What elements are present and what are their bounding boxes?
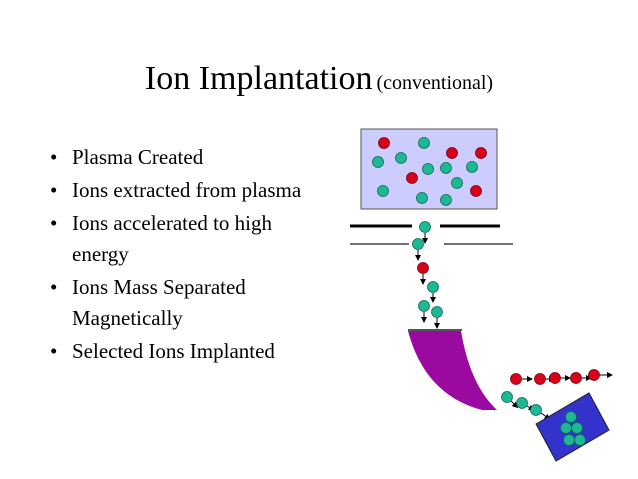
bullet-text: Ions extracted from plasma — [72, 178, 302, 202]
bullet-item: • Selected Ions Implanted — [50, 336, 320, 367]
selected-ions — [501, 391, 551, 420]
green-ion — [372, 156, 384, 168]
bullet-text: Ions Mass Separated Magnetically — [72, 275, 246, 330]
red-ion — [475, 147, 487, 159]
green-ion — [451, 177, 463, 189]
green-ion — [418, 137, 430, 149]
green-ion — [427, 281, 439, 293]
green-ion — [563, 434, 575, 446]
accelerated-ion-beam — [412, 221, 443, 329]
bullet-dot: • — [50, 275, 58, 299]
red-ion — [588, 369, 600, 381]
bullet-dot: • — [50, 178, 58, 202]
bullet-item: • Ions accelerated to high energy — [50, 208, 320, 270]
red-ion — [470, 185, 482, 197]
green-ion — [440, 194, 452, 206]
red-ion — [534, 373, 546, 385]
slide-title: Ion Implantation (conventional) — [0, 60, 638, 98]
green-ion — [416, 192, 428, 204]
plasma-ions — [372, 137, 487, 206]
bullet-list: • Plasma Created • Ions extracted from pla… — [50, 142, 320, 369]
bullet-item: • Ions Mass Separated Magnetically — [50, 272, 320, 334]
red-ion — [378, 137, 390, 149]
green-ion — [422, 163, 434, 175]
green-ion — [377, 185, 389, 197]
green-ion — [530, 404, 542, 416]
title-main: Ion Implantation — [144, 60, 373, 97]
mass-separation-magnet — [408, 331, 497, 410]
green-ion — [571, 422, 583, 434]
red-ion — [417, 262, 429, 274]
title-subtitle: (conventional) — [376, 72, 494, 94]
rejected-ions — [510, 369, 613, 385]
bullet-item: • Plasma Created — [50, 142, 320, 173]
implanted-ions — [560, 411, 586, 446]
bullet-text: Plasma Created — [72, 145, 204, 169]
bullet-dot: • — [50, 145, 58, 169]
green-ion — [395, 152, 407, 164]
green-ion — [418, 300, 430, 312]
green-ion — [560, 422, 572, 434]
bullet-item: • Ions extracted from plasma — [50, 175, 320, 206]
red-ion — [549, 372, 561, 384]
green-ion — [466, 161, 478, 173]
red-ion — [510, 373, 522, 385]
green-ion — [574, 434, 586, 446]
red-ion — [406, 172, 418, 184]
green-ion — [501, 391, 513, 403]
bullet-text: Selected Ions Implanted — [72, 339, 275, 363]
green-ion — [516, 397, 528, 409]
red-ion — [570, 372, 582, 384]
bullet-text: Ions accelerated to high energy — [72, 211, 272, 266]
red-ion — [446, 147, 458, 159]
bullet-dot: • — [50, 211, 58, 235]
green-ion — [412, 238, 424, 250]
green-ion — [565, 411, 577, 423]
green-ion — [440, 162, 452, 174]
green-ion — [431, 306, 443, 318]
electrodes — [350, 224, 513, 245]
green-ion — [419, 221, 431, 233]
bullet-dot: • — [50, 339, 58, 363]
